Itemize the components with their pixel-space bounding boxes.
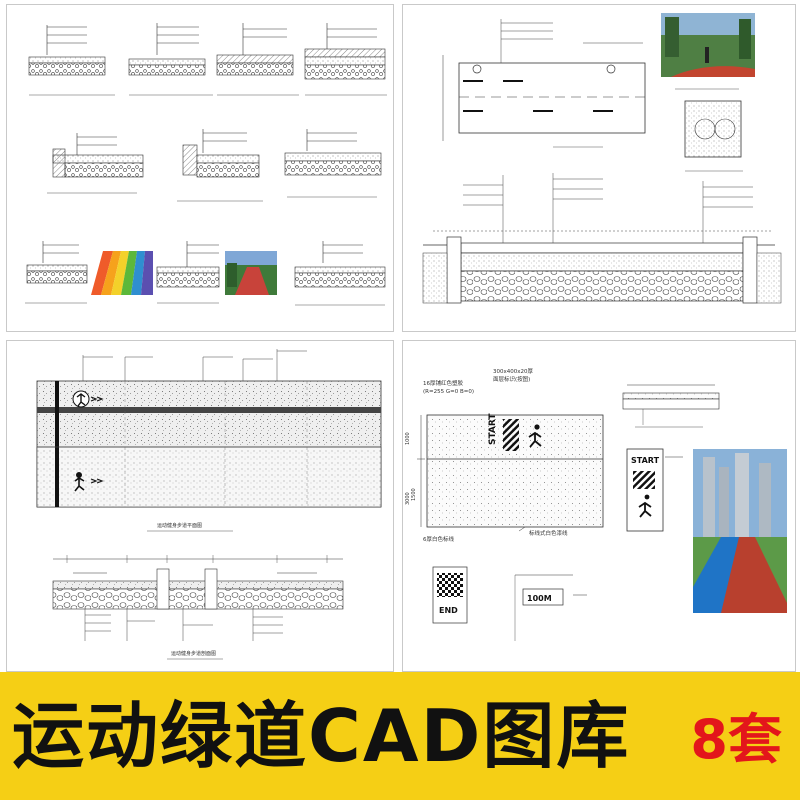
section-detail-3 [216,23,294,76]
section-detail-7 [284,129,382,176]
section-detail-5 [52,133,144,178]
pattern-detail [684,100,742,158]
panel-plan-and-section [402,4,796,332]
color-rubber-swatch [91,251,153,295]
start-label-detail: START [631,456,660,465]
banner-title: 运动绿道CAD图库 [12,694,631,778]
running-lanes-drawing: 运动健身步道平面图 运动健身步道剖面图 [36,349,382,660]
section-details-drawing [25,23,387,306]
track-section [422,236,782,304]
plan-section-drawing [422,13,782,304]
runner-icon [638,494,652,518]
end-label: END [439,606,458,615]
start-label: START [488,413,498,445]
start-plan: START [417,413,604,528]
plan-leaders [500,19,643,63]
title-banner: 运动绿道CAD图库 8套 [0,672,800,800]
lane-plan [36,380,382,508]
note-spec: (R=255 G=0 B=0) [423,389,474,395]
note-color: 16厚铺红色塑胶 [423,379,463,387]
note-mark: 面层标识(按图) [493,375,530,383]
runner-icon [72,390,104,408]
banner-badge: 8套 [690,708,782,771]
section-detail-6 [182,129,260,178]
note-size: 300x400x20厚 [493,368,534,375]
section-detail-9 [156,241,220,288]
section-detail-2 [128,23,206,76]
distance-marker: 100M [514,574,587,641]
lane-section [52,555,344,610]
note-paint2: 标线式白色漆线 [529,529,568,537]
dim-1500: 1500 [411,488,417,501]
caption-lines-row2 [47,192,377,202]
marking-section [622,384,720,428]
start-marking-drawing: 16厚铺红色塑胶 (R=255 G=0 B=0) 300x400x20厚 面层标… [405,368,787,641]
runner-icon [74,472,104,492]
runner-photo [661,13,755,77]
dim-1000: 1000 [405,432,411,445]
runner-icon [528,424,542,448]
section-detail-4 [304,23,386,80]
distance-label: 100M [527,594,552,603]
caption-lines-row3 [25,302,385,306]
section-detail-8 [26,241,88,284]
panel-section-details [6,4,394,332]
lane-leaders [82,349,307,381]
panel-start-marking: 16厚铺红色塑胶 (R=255 G=0 B=0) 300x400x20厚 面层标… [402,340,796,672]
checker-flag-icon: END [432,566,468,624]
section-leaders [433,173,773,243]
red-track-photo [225,251,277,295]
track-plan [442,55,646,141]
blue-red-track-photo [693,449,787,613]
section-detail-10 [294,241,386,288]
section-detail-1 [28,25,106,76]
plan-caption: 运动健身步道平面图 [157,522,202,529]
note-paint: 6厚白色标线 [423,535,454,543]
panel-running-lanes: 运动健身步道平面图 运动健身步道剖面图 [6,340,394,672]
section-caption: 运动健身步道剖面图 [171,650,216,657]
section-leaders-p3 [84,609,283,641]
dim-3000: 3000 [405,492,411,505]
start-marking-detail: START [626,448,683,532]
